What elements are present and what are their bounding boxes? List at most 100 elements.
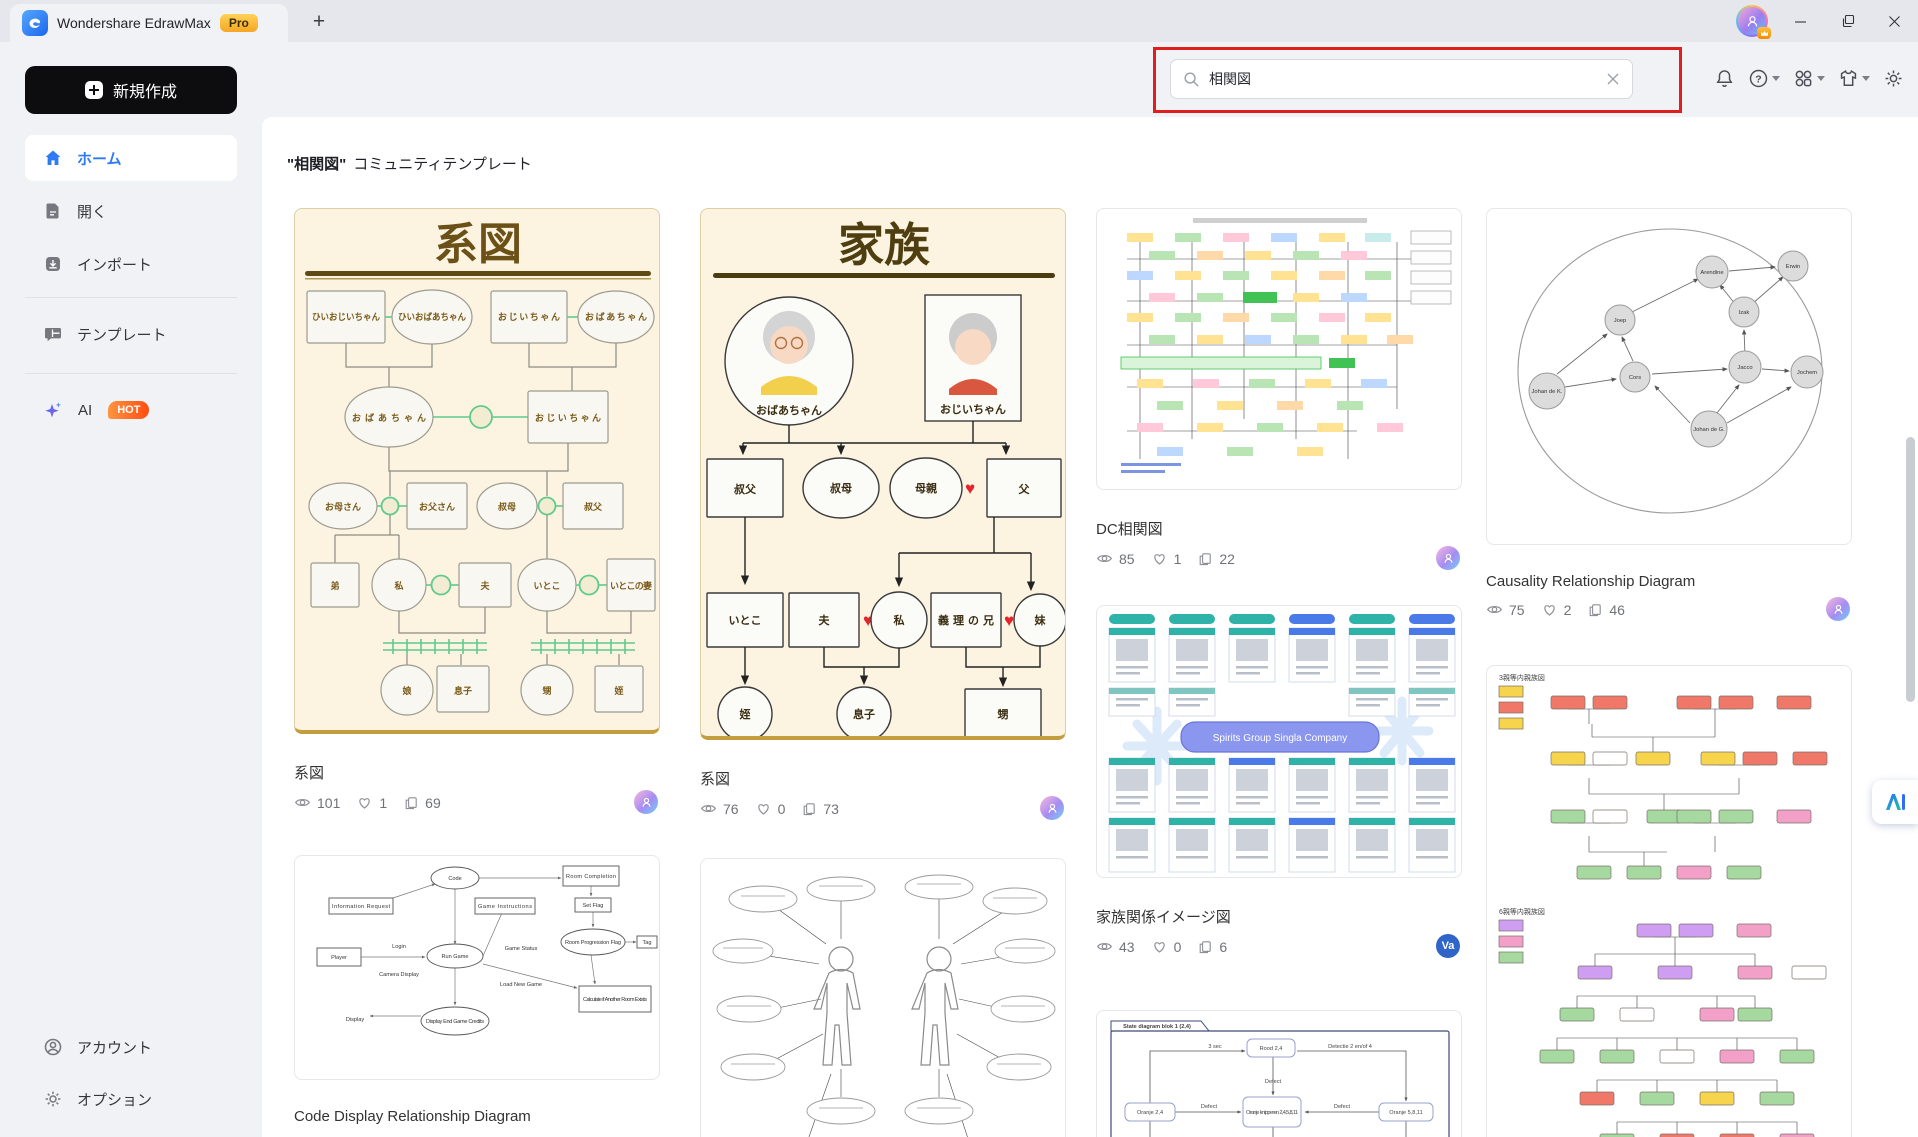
sidebar-item-account[interactable]: アカウント	[25, 1027, 237, 1067]
crown-badge-icon	[1757, 27, 1771, 39]
template-card[interactable]: 3親等内親族図	[1486, 665, 1852, 1137]
sidebar-item-options[interactable]: オプション	[25, 1079, 237, 1119]
chevron-down-icon	[1817, 76, 1825, 81]
user-avatar[interactable]	[1736, 5, 1771, 39]
sidebar-item-import[interactable]: インポート	[25, 241, 237, 287]
app-title: Wondershare EdrawMax	[57, 15, 211, 31]
template-thumbnail[interactable]: 系図 ひいおじいちゃん ひいおばあちゃん おじいちゃん おばあちゃん	[294, 208, 660, 734]
apps-menu[interactable]	[1793, 68, 1825, 89]
template-thumbnail[interactable]: Code Room Completion Information Request…	[294, 855, 660, 1080]
template-thumbnail[interactable]: Arendine Erwin Joep Izak Jacco Jochem Jo…	[1486, 208, 1852, 545]
copies-icon	[405, 796, 417, 809]
hot-badge: HOT	[108, 401, 150, 419]
template-card[interactable]: 家族 おばあちゃん おじいちゃん	[700, 208, 1066, 820]
svg-text:Display End Game Credits: Display End Game Credits	[426, 1019, 484, 1025]
template-card[interactable]: 系図 ひいおじいちゃん ひいおばあちゃん おじいちゃん おばあちゃん	[294, 208, 660, 814]
svg-text:?: ?	[1755, 73, 1761, 85]
plus-icon	[84, 81, 103, 99]
author-avatar[interactable]: Va	[1436, 934, 1460, 958]
template-thumbnail[interactable]: 家族 おばあちゃん おじいちゃん	[700, 208, 1066, 740]
topbar: ?	[262, 42, 1918, 117]
minimize-button[interactable]	[1777, 0, 1824, 42]
svg-text:Player: Player	[331, 955, 347, 961]
likes-icon[interactable]	[1151, 938, 1168, 955]
sidebar-item-home[interactable]: ホーム	[25, 135, 237, 181]
ai-sparkle-icon	[45, 401, 62, 417]
svg-text:いとこの妻: いとこの妻	[610, 580, 652, 591]
scrollbar-thumb[interactable]	[1906, 437, 1915, 702]
clear-search-icon[interactable]	[1606, 72, 1620, 86]
person-icon	[1048, 803, 1056, 813]
close-button[interactable]	[1871, 0, 1918, 42]
code-flow-diagram: Code Room Completion Information Request…	[316, 865, 658, 1036]
app-tab[interactable]: Wondershare EdrawMax Pro	[10, 4, 288, 42]
svg-text:私: 私	[894, 613, 905, 627]
template-card[interactable]: Code Room Completion Information Request…	[294, 855, 660, 1125]
template-card[interactable]: DC相関図 85 1 22	[1096, 208, 1462, 570]
new-tab-button[interactable]: +	[312, 10, 326, 33]
author-avatar[interactable]	[1040, 796, 1064, 820]
svg-text:Information Request: Information Request	[332, 904, 390, 910]
photo-cards	[1108, 757, 1456, 873]
copies-icon	[804, 802, 816, 815]
svg-text:お母さん: お母さん	[325, 502, 361, 512]
svg-text:Load New Game: Load New Game	[500, 982, 542, 988]
likes-icon[interactable]	[1541, 601, 1558, 618]
sidebar-divider	[25, 297, 237, 298]
template-title[interactable]: DC相関図	[1096, 521, 1163, 538]
author-avatar[interactable]	[1436, 546, 1460, 570]
legend	[1498, 685, 1524, 730]
template-card[interactable]: State diagram blok 1 (2,4) Rood 2,4 Oran…	[1096, 1010, 1462, 1137]
template-card[interactable]: Arendine Erwin Joep Izak Jacco Jochem Jo…	[1486, 208, 1852, 621]
grandpa-illustration	[949, 313, 997, 395]
shirt-icon	[1840, 69, 1857, 86]
new-document-button[interactable]: 新規作成	[25, 66, 237, 114]
template-title[interactable]: 家族関係イメージ図	[1096, 909, 1231, 926]
theme-menu[interactable]	[1838, 68, 1870, 89]
svg-text:母親: 母親	[915, 481, 937, 495]
likes-icon[interactable]	[356, 794, 373, 811]
svg-text:夫: 夫	[480, 580, 490, 591]
likes-icon[interactable]	[755, 800, 772, 817]
svg-text:おじいちゃん: おじいちゃん	[498, 312, 560, 322]
ai-assistant-button[interactable]	[1872, 780, 1918, 824]
sidebar-item-ai[interactable]: AI HOT	[25, 387, 237, 433]
author-avatar[interactable]	[1826, 597, 1850, 621]
restore-button[interactable]	[1824, 0, 1871, 42]
template-thumbnail[interactable]: 3親等内親族図	[1486, 665, 1852, 1137]
template-card[interactable]: Spirits Group Singla Company 家族関係イ	[1096, 605, 1462, 958]
svg-text:Johan de K.: Johan de K.	[1532, 389, 1563, 395]
person-icon	[642, 797, 650, 807]
svg-text:Detectie 2 en/of 4: Detectie 2 en/of 4	[1328, 1044, 1372, 1050]
search-box[interactable]	[1170, 59, 1633, 99]
help-menu[interactable]: ?	[1748, 68, 1780, 89]
template-title[interactable]: Causality Relationship Diagram	[1486, 573, 1696, 590]
svg-text:Room Progression Flag: Room Progression Flag	[565, 940, 621, 946]
pro-badge: Pro	[219, 14, 258, 32]
node-cluster	[1120, 230, 1452, 473]
home-icon	[45, 150, 61, 165]
author-avatar[interactable]	[634, 790, 658, 814]
template-title[interactable]: 系図	[700, 771, 731, 788]
template-card[interactable]	[700, 858, 1066, 1137]
template-icon	[45, 328, 61, 342]
causality-diagram: Arendine Erwin Joep Izak Jacco Jochem Jo…	[1517, 228, 1824, 514]
notifications-bell-icon[interactable]	[1714, 68, 1735, 89]
template-thumbnail[interactable]	[700, 858, 1066, 1137]
svg-text:息子: 息子	[454, 685, 472, 696]
template-thumbnail[interactable]: Spirits Group Singla Company	[1096, 605, 1462, 878]
sidebar-item-templates[interactable]: テンプレート	[25, 311, 237, 357]
likes-icon[interactable]	[1151, 550, 1168, 567]
template-title[interactable]: 系図	[294, 765, 325, 782]
svg-text:妹: 妹	[1034, 613, 1047, 627]
svg-text:お父さん: お父さん	[419, 502, 455, 512]
template-thumbnail[interactable]: State diagram blok 1 (2,4) Rood 2,4 Oran…	[1096, 1010, 1462, 1137]
svg-text:いとこ: いとこ	[729, 614, 762, 627]
template-thumbnail[interactable]	[1096, 208, 1462, 490]
search-input[interactable]	[1209, 71, 1597, 87]
svg-text:Calculate if Another Room Exis: Calculate if Another Room Exists	[583, 997, 647, 1003]
settings-gear-icon[interactable]	[1883, 68, 1904, 89]
template-title[interactable]: Code Display Relationship Diagram	[294, 1108, 531, 1125]
sidebar-item-open[interactable]: 開く	[25, 188, 237, 234]
annotation-text-lines	[723, 883, 1045, 1109]
